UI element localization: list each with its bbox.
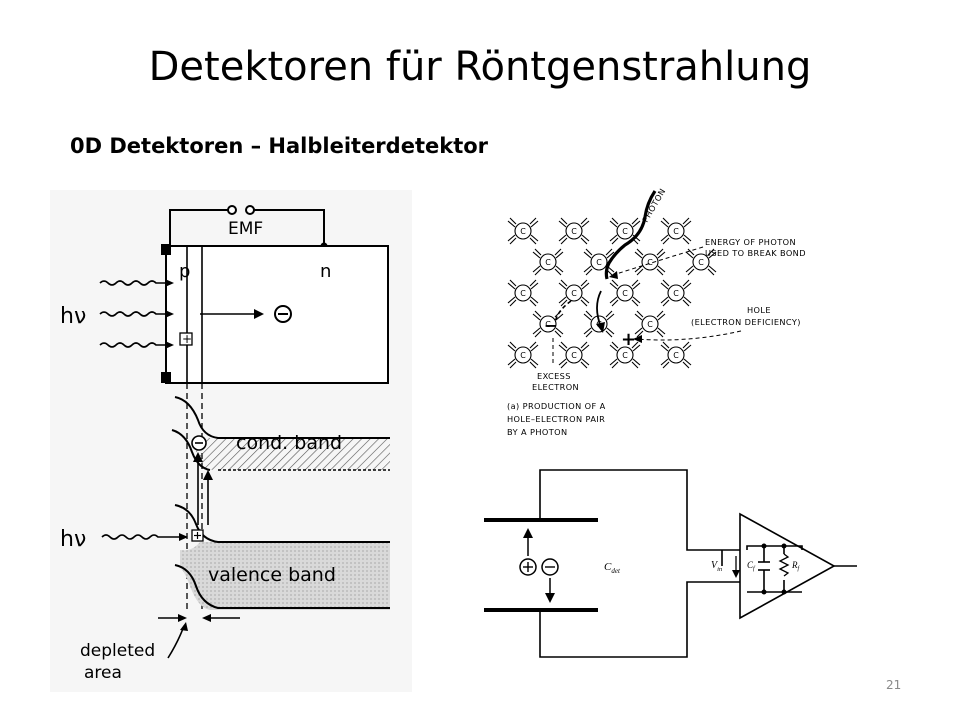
hv-label-top: hν (60, 304, 86, 329)
carbon-atom-label: C (647, 258, 653, 267)
excitation-arrowhead (193, 452, 203, 462)
caption-line1: (a) PRODUCTION OF A (507, 401, 606, 411)
valence-band-edge-top (174, 504, 390, 543)
carbon-atom-label: C (571, 351, 577, 360)
p-region-label: p (179, 261, 190, 282)
cf-label: Cf (747, 560, 756, 572)
carbon-atom-label: C (673, 289, 679, 298)
energy-label-line1: ENERGY OF PHOTON (705, 237, 796, 247)
excitation-arrowhead-2 (203, 470, 213, 480)
carbon-atom-label: C (520, 351, 526, 360)
valence-band-fill (180, 542, 390, 610)
circuit-wires (539, 469, 857, 658)
carbon-atom-label: C (545, 320, 551, 329)
hole-drift-arrowhead (523, 528, 533, 538)
conduction-band-fill (195, 438, 390, 470)
caption-line2: HOLE–ELECTRON PAIR (507, 414, 605, 424)
vin-label: Vin (711, 560, 722, 573)
depleted-label-line2: area (84, 663, 122, 683)
contact-bottom (161, 372, 171, 383)
n-region-label: n (320, 261, 331, 282)
depletion-dashed-lines (186, 383, 203, 610)
depleted-arrowhead-left (178, 614, 187, 622)
slide-title: Detektoren für Röntgenstrahlung (148, 44, 812, 90)
detector-electrode-top (484, 518, 598, 522)
carbon-atom-label: C (647, 320, 653, 329)
electron-drift-arrowhead (254, 309, 264, 319)
carbon-atom-label: C (698, 258, 704, 267)
energy-leader-head (609, 271, 618, 279)
vin-arrowhead (732, 570, 740, 578)
photon-arrowhead-bottom (179, 533, 188, 541)
hole-box (179, 332, 193, 346)
electron-dash-arrow (554, 300, 572, 324)
hole-label-line2: (ELECTRON DEFICIENCY) (691, 317, 801, 327)
slide-subtitle: 0D Detektoren – Halbleiterdetektor (70, 134, 489, 158)
minus-charge: − (544, 316, 557, 335)
lattice-figure: CCCCCCCCCCCCCCCCCCC PHOTON − + ENERGY OF… (507, 187, 806, 437)
electron-drift-arrowhead-2 (545, 593, 555, 603)
carbon-atom-label: C (520, 289, 526, 298)
carbon-atom-label: C (545, 258, 551, 267)
electron-move-arrowhead (596, 322, 605, 333)
node-cf-top (761, 543, 767, 549)
cdet-label: Cdet (604, 561, 621, 575)
rf-resistor (778, 553, 790, 577)
node-rf-top (781, 543, 787, 549)
carbon-atom-label: C (520, 227, 526, 236)
circuit-figure: Cdet Vin Cf Rf (484, 469, 857, 658)
rf-label: Rf (791, 560, 801, 572)
depleted-pointer-head (180, 622, 188, 631)
lattice-atoms: CCCCCCCCCCCCCCCCCCC (507, 217, 717, 369)
hole-leader-head (633, 335, 642, 343)
carbon-atom-label: C (622, 289, 628, 298)
photon-path (604, 190, 657, 280)
contact-top (161, 244, 171, 255)
emf-terminal-left (227, 205, 237, 215)
caption-line3: BY A PHOTON (507, 427, 568, 437)
photon-wave-arrows-top (99, 280, 170, 348)
energy-label-line2: USED TO BREAK BOND (705, 248, 806, 258)
carbon-atom-label: C (571, 227, 577, 236)
cond-band-label: cond. band (236, 432, 342, 454)
photon-arrowheads-top (165, 279, 174, 349)
emf-circuit (169, 209, 325, 248)
preamplifier-triangle (739, 512, 836, 620)
plus-charge: + (621, 329, 636, 350)
carbon-atom-label: C (673, 351, 679, 360)
detector-electrode-bottom (484, 608, 598, 612)
node-cf-bottom (761, 589, 767, 595)
depleted-label-line1: depleted (80, 641, 155, 661)
pn-detector-figure: EMF p n hν + cond (50, 190, 412, 692)
depleted-arrowhead-right (202, 614, 211, 622)
leader-lines (552, 246, 742, 363)
page-number: 21 (886, 678, 902, 692)
carbon-atom-label: C (571, 289, 577, 298)
carbon-atom-label: C (673, 227, 679, 236)
emf-label: EMF (228, 219, 263, 239)
electron-path-curve (171, 429, 211, 471)
photon-wave-arrow-bottom (101, 534, 186, 540)
hole-label-line1: HOLE (747, 305, 771, 315)
emf-terminal-right (245, 205, 255, 215)
excess-label-line2: ELECTRON (532, 382, 579, 392)
carbon-atom-label: C (596, 258, 602, 267)
hv-label-bottom: hν (60, 527, 86, 552)
excess-label-line1: EXCESS (537, 371, 571, 381)
hole-plus: + (182, 332, 192, 346)
carbon-atom-label: C (622, 227, 628, 236)
carbon-atom-label: C (622, 351, 628, 360)
valence-band-edge-bottom (174, 564, 390, 609)
valence-band-label: valence band (208, 564, 336, 586)
conduction-band-edge (174, 396, 390, 439)
